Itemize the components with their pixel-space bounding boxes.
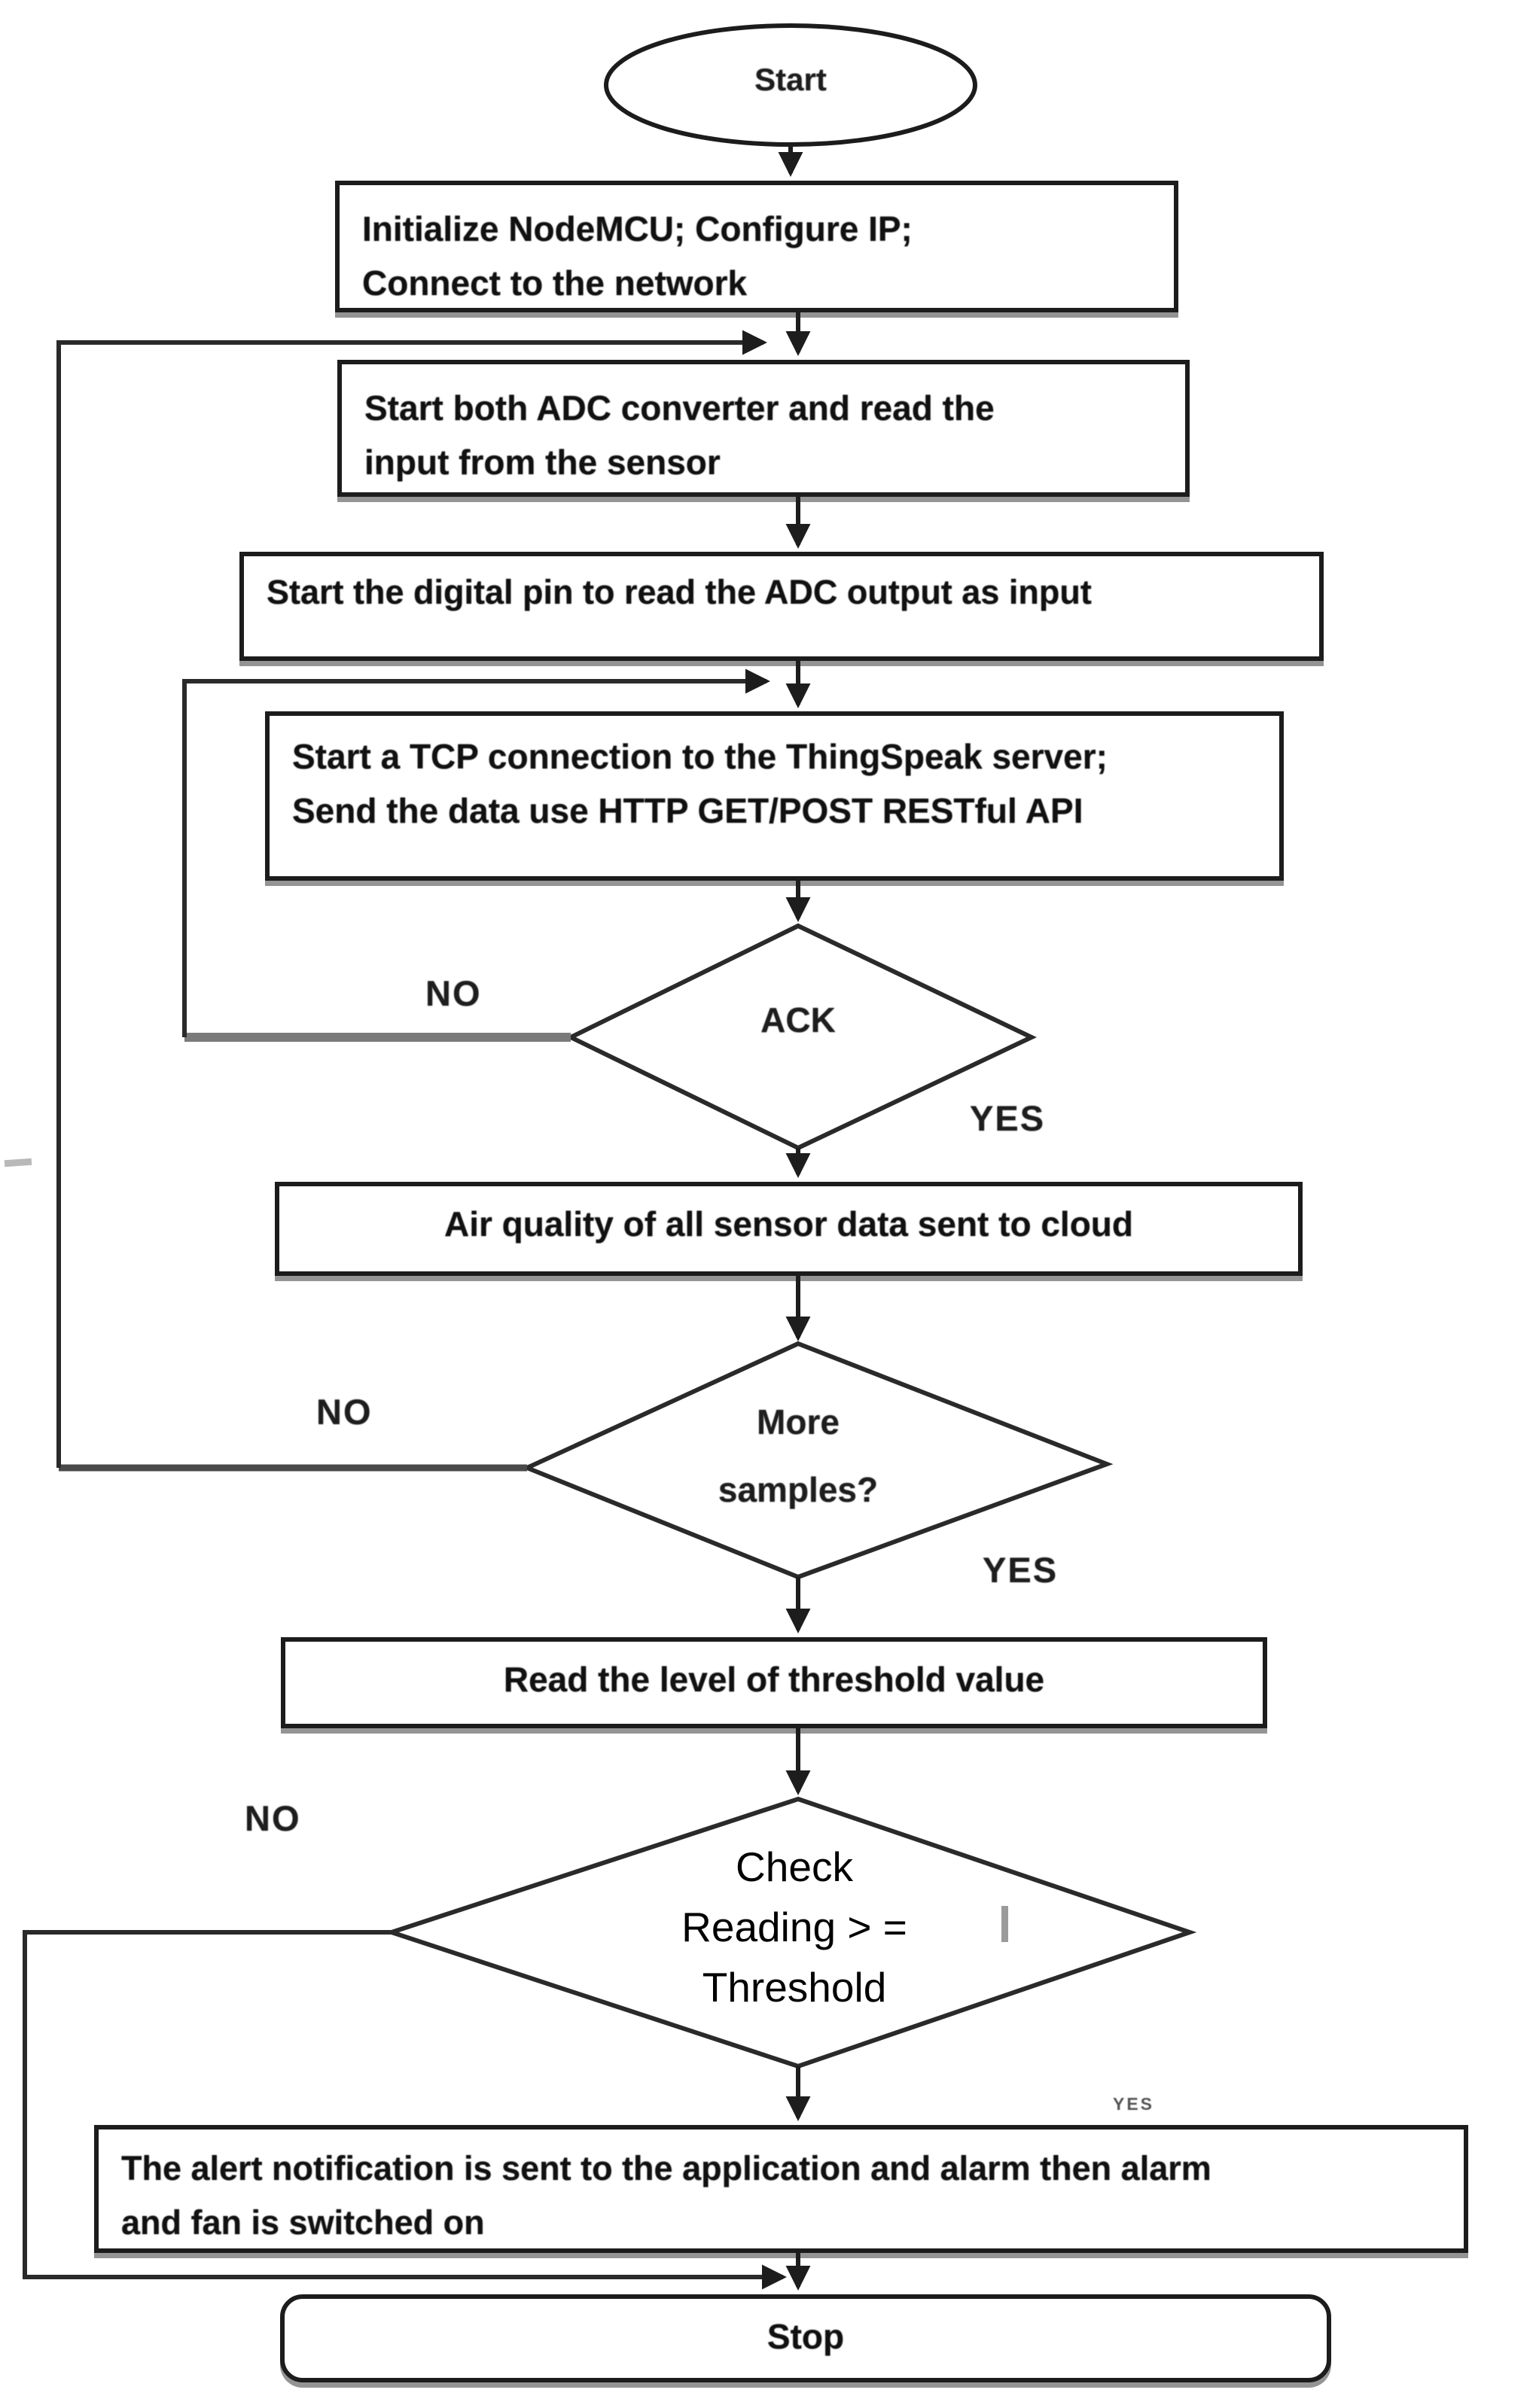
adc-node-line1: Start both ADC converter and read the	[364, 388, 995, 428]
samples-no-label: NO	[316, 1392, 373, 1432]
samples-decision-line2: samples?	[718, 1470, 879, 1509]
cloud-node-label: Air quality of all sensor data sent to c…	[443, 1204, 1134, 1244]
alert-node-line1: The alert notification is sent to the ap…	[121, 2149, 1211, 2187]
threshold-node: Read the level of threshold value	[281, 1637, 1267, 1728]
ack-yes-label: YES	[970, 1098, 1046, 1138]
adc-node-line2: input from the sensor	[364, 443, 721, 482]
threshold-node-label: Read the level of threshold value	[503, 1660, 1045, 1699]
init-node-line1: Initialize NodeMCU; Configure IP;	[362, 209, 913, 248]
stop-terminator: Stop	[280, 2294, 1331, 2382]
edge-samples-no-return	[56, 330, 767, 1468]
samples-yes-label: YES	[983, 1550, 1059, 1590]
check-decision-label: Check Reading > = Threshold	[591, 1837, 998, 2017]
start-label: Start	[754, 62, 827, 97]
digital-pin-node-label: Start the digital pin to read the ADC ou…	[267, 573, 1092, 611]
adc-node: Start both ADC converter and read the in…	[337, 360, 1190, 497]
init-node-line2: Connect to the network	[362, 263, 748, 303]
digital-pin-node: Start the digital pin to read the ADC ou…	[239, 552, 1324, 661]
scan-artifact-dash	[4, 1158, 32, 1167]
cloud-node: Air quality of all sensor data sent to c…	[275, 1182, 1303, 1276]
tcp-node-line2: Send the data use HTTP GET/POST RESTful …	[292, 791, 1083, 830]
tcp-node-line1: Start a TCP connection to the ThingSpeak…	[292, 737, 1108, 776]
check-decision-line3: Threshold	[702, 1964, 887, 2011]
check-no-label: NO	[245, 1798, 301, 1838]
stop-label: Stop	[766, 2317, 845, 2356]
samples-decision-line1: More	[757, 1402, 840, 1441]
init-node: Initialize NodeMCU; Configure IP; Connec…	[335, 181, 1178, 312]
tcp-node: Start a TCP connection to the ThingSpeak…	[265, 711, 1284, 881]
check-yes-label: YES	[1113, 2094, 1155, 2114]
ack-decision-label: ACK	[760, 1000, 836, 1040]
scan-artifact-tick	[1001, 1906, 1008, 1942]
alert-node: The alert notification is sent to the ap…	[94, 2125, 1468, 2253]
alert-node-line2: and fan is switched on	[121, 2203, 485, 2242]
ack-no-label: NO	[425, 973, 482, 1013]
check-decision-line2: Reading > =	[681, 1904, 907, 1950]
check-decision-line1: Check	[736, 1843, 853, 1890]
